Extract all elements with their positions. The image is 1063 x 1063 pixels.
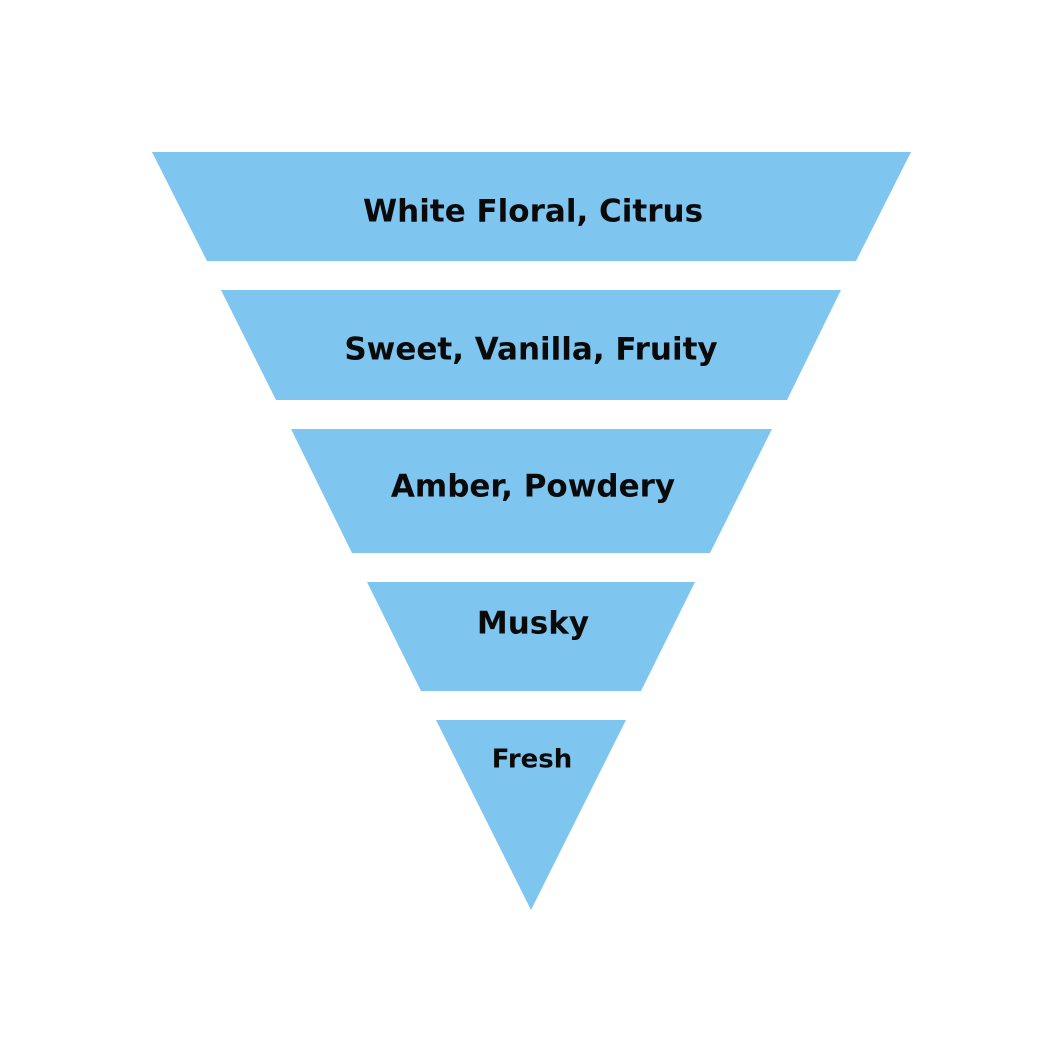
tier-3-shape — [291, 429, 772, 553]
tier-5-shape — [436, 720, 626, 910]
tier-4-label: Musky — [477, 606, 589, 642]
tier-5: Fresh — [436, 720, 626, 910]
tier-4-shape — [367, 582, 695, 691]
tier-5-label: Fresh — [492, 745, 573, 775]
tier-3: Amber, Powdery — [291, 429, 772, 553]
tier-1: White Floral, Citrus — [152, 152, 911, 261]
tier-3-label: Amber, Powdery — [391, 469, 675, 505]
tier-1-label: White Floral, Citrus — [363, 194, 703, 230]
tier-1-shape — [152, 152, 911, 261]
tier-2-label: Sweet, Vanilla, Fruity — [344, 332, 717, 368]
tier-2: Sweet, Vanilla, Fruity — [221, 290, 841, 400]
tier-2-shape — [221, 290, 841, 400]
tier-4: Musky — [367, 582, 695, 691]
